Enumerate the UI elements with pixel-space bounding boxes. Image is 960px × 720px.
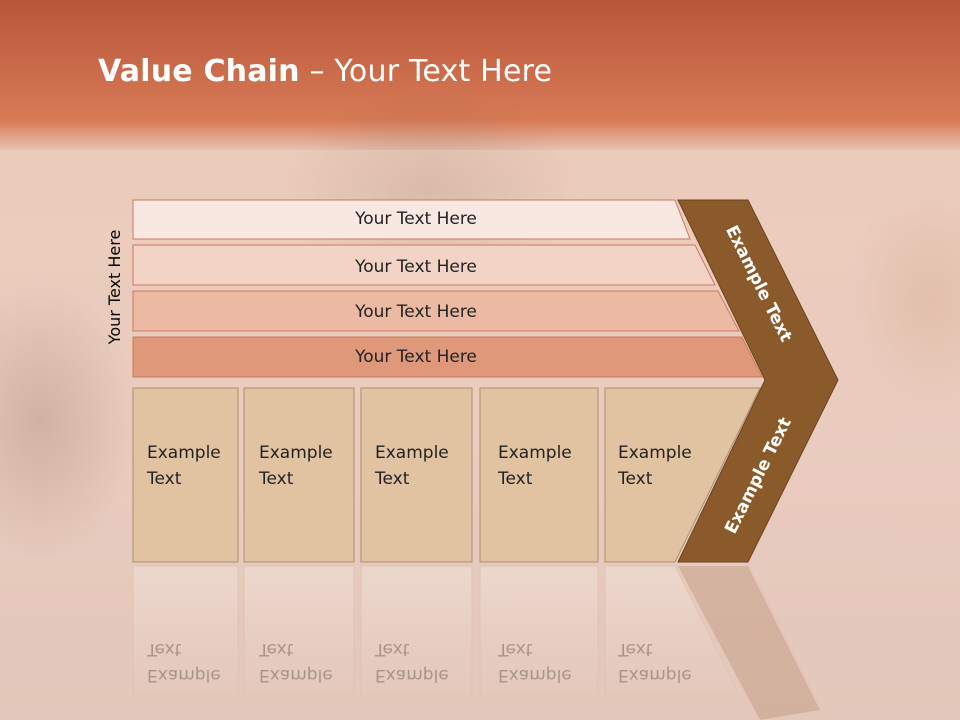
primary-activity-box[interactable]: Example Text (243, 387, 355, 563)
primary-activity-box[interactable]: Example Text (132, 387, 239, 563)
reflection-text: Text (146, 639, 182, 659)
support-row[interactable]: Your Text Here (132, 336, 763, 378)
reflection-text: Example (618, 665, 692, 685)
box-text-line2: Text (374, 469, 410, 489)
support-row[interactable]: Your Text Here (132, 244, 716, 286)
reflection-text: Example (147, 665, 221, 685)
slide-title: Value Chain – Your Text Here (98, 54, 552, 89)
reflection-text: Text (617, 639, 653, 659)
box-text-line1: Example (498, 443, 572, 463)
support-row-label: Your Text Here (354, 257, 477, 277)
box-text-line2: Text (258, 469, 294, 489)
support-row-shape (132, 336, 763, 378)
support-row-label: Your Text Here (354, 302, 477, 322)
box-text-line1: Example (618, 443, 692, 463)
diagram-reflection: Example Text Example Text Example Text E… (132, 565, 820, 720)
reflection-text: Text (258, 639, 294, 659)
support-row-shape (132, 290, 740, 332)
title-rest: – Your Text Here (299, 54, 553, 89)
primary-activity-box[interactable]: Example Text (360, 387, 473, 563)
box-text-line1: Example (147, 443, 221, 463)
support-row-label: Your Text Here (354, 347, 477, 367)
box-text-line2: Text (497, 469, 533, 489)
box-text-line2: Text (146, 469, 182, 489)
reflection-text: Text (497, 639, 533, 659)
title-bold: Value Chain (98, 54, 300, 89)
box-text-line1: Example (259, 443, 333, 463)
margin-chevron-shape (677, 199, 839, 563)
reflection-text: Text (374, 639, 410, 659)
box-text-line1: Example (375, 443, 449, 463)
reflection-text: Example (498, 665, 572, 685)
support-row-shape (132, 199, 691, 240)
support-row-label: Your Text Here (354, 209, 477, 229)
support-row[interactable]: Your Text Here (132, 290, 740, 332)
reflection-text: Example (259, 665, 333, 685)
primary-activity-box[interactable]: Example Text (479, 387, 599, 563)
support-row-shape (132, 244, 716, 286)
primary-activity-box[interactable]: Example Text (604, 387, 761, 563)
reflection-text: Example (375, 665, 449, 685)
support-row[interactable]: Your Text Here (132, 199, 691, 240)
box-text-line2: Text (617, 469, 653, 489)
